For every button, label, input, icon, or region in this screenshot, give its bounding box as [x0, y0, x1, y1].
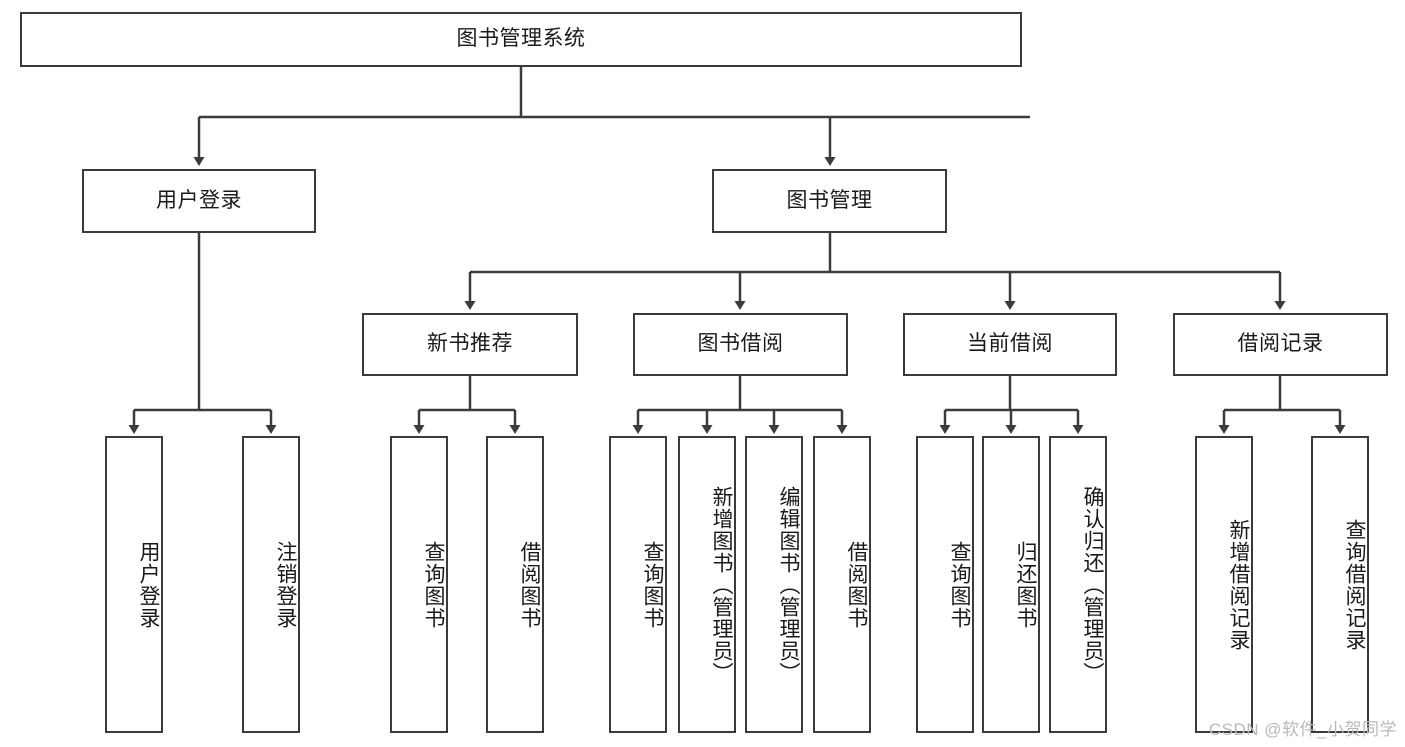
node-leaf-edit-book[interactable]: 编辑图书（管理员） — [745, 436, 803, 733]
node-leaf-add-book-label: 新增图书（管理员） — [710, 485, 733, 684]
node-leaf-borrow-book-1[interactable]: 借阅图书 — [486, 436, 544, 733]
node-leaf-query-book-2[interactable]: 查询图书 — [609, 436, 667, 733]
node-leaf-confirm-return-label: 确认归还（管理员） — [1081, 485, 1104, 684]
node-new-book-rec[interactable]: 新书推荐 — [362, 313, 578, 376]
node-leaf-query-record[interactable]: 查询借阅记录 — [1311, 436, 1369, 733]
node-user-login[interactable]: 用户登录 — [82, 169, 316, 233]
node-leaf-edit-book-label: 编辑图书（管理员） — [777, 485, 800, 684]
node-new-book-rec-label: 新书推荐 — [427, 332, 513, 356]
node-borrow-record-label: 借阅记录 — [1237, 332, 1324, 356]
node-leaf-user-login-label: 用户登录 — [137, 540, 160, 629]
node-leaf-borrow-book-1-label: 借阅图书 — [518, 540, 541, 629]
node-leaf-confirm-return[interactable]: 确认归还（管理员） — [1049, 436, 1107, 733]
node-leaf-add-book[interactable]: 新增图书（管理员） — [678, 436, 736, 733]
node-book-manage[interactable]: 图书管理 — [712, 169, 947, 233]
node-borrow-record[interactable]: 借阅记录 — [1173, 313, 1388, 376]
node-root[interactable]: 图书管理系统 — [20, 12, 1022, 67]
node-root-label: 图书管理系统 — [456, 27, 586, 51]
node-leaf-logout-label: 注销登录 — [274, 540, 297, 629]
node-current-borrow[interactable]: 当前借阅 — [903, 313, 1117, 376]
node-book-manage-label: 图书管理 — [786, 188, 873, 212]
node-leaf-query-book-1-label: 查询图书 — [422, 540, 445, 629]
node-leaf-query-book-3-label: 查询图书 — [948, 540, 971, 629]
node-leaf-borrow-book-2[interactable]: 借阅图书 — [813, 436, 871, 733]
node-leaf-user-login[interactable]: 用户登录 — [105, 436, 163, 733]
node-book-borrow-label: 图书借阅 — [697, 332, 784, 356]
node-leaf-add-record[interactable]: 新增借阅记录 — [1195, 436, 1253, 733]
node-leaf-logout[interactable]: 注销登录 — [242, 436, 300, 733]
node-leaf-query-book-1[interactable]: 查询图书 — [390, 436, 448, 733]
node-leaf-return-book-label: 归还图书 — [1014, 540, 1037, 629]
node-current-borrow-label: 当前借阅 — [967, 332, 1053, 356]
node-leaf-add-record-label: 新增借阅记录 — [1227, 518, 1250, 651]
node-leaf-return-book[interactable]: 归还图书 — [982, 436, 1040, 733]
node-leaf-query-book-3[interactable]: 查询图书 — [916, 436, 974, 733]
node-leaf-borrow-book-2-label: 借阅图书 — [845, 540, 868, 629]
node-user-login-label: 用户登录 — [156, 188, 242, 212]
node-leaf-query-record-label: 查询借阅记录 — [1343, 518, 1366, 651]
node-leaf-query-book-2-label: 查询图书 — [641, 540, 664, 629]
node-book-borrow[interactable]: 图书借阅 — [633, 313, 848, 376]
